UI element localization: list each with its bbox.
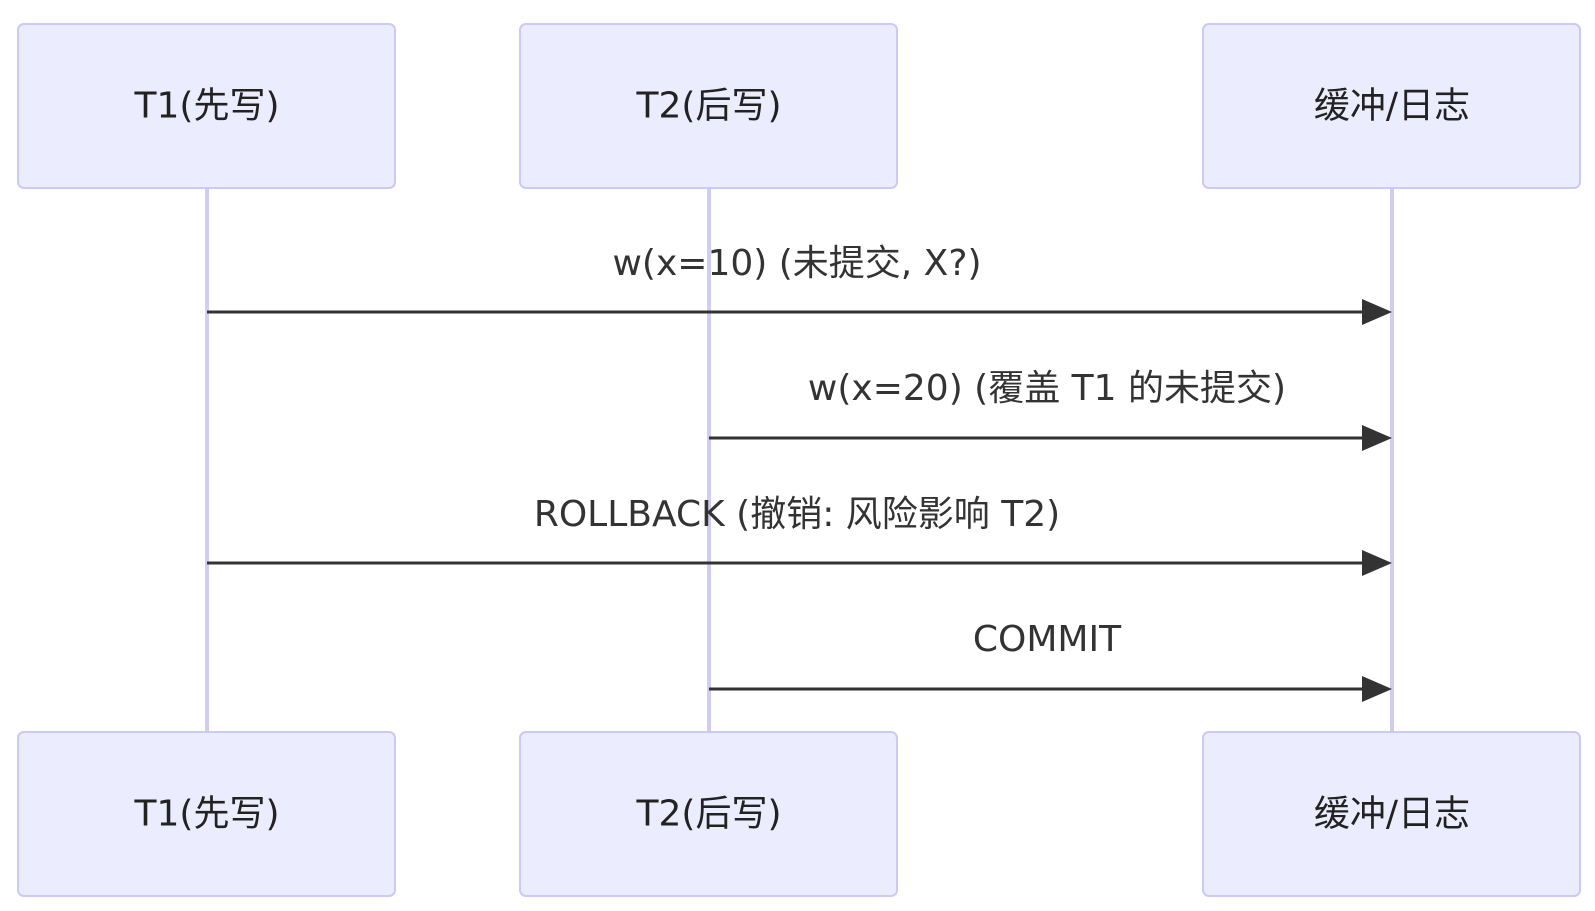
message-3-arrowhead: [1362, 550, 1392, 576]
message-3-label: ROLLBACK (撤销: 风险影响 T2): [534, 494, 1060, 535]
actor-top-buffer-log: 缓冲/日志: [1202, 23, 1581, 189]
message-1-label: w(x=10) (未提交, X?): [612, 243, 981, 284]
message-4-arrowhead: [1362, 676, 1392, 702]
message-2-label: w(x=20) (覆盖 T1 的未提交): [808, 368, 1286, 409]
actor-bottom-buffer-log-label: 缓冲/日志: [1314, 794, 1470, 835]
actor-top-t2-label: T2(后写): [636, 86, 782, 127]
message-4: COMMIT: [709, 619, 1392, 702]
message-2-arrowhead: [1362, 425, 1392, 451]
actor-bottom-t2: T2(后写): [519, 731, 898, 897]
message-1-arrowhead: [1362, 299, 1392, 325]
actor-bottom-buffer-log: 缓冲/日志: [1202, 731, 1581, 897]
actor-bottom-t1-label: T1(先写): [134, 794, 280, 835]
message-4-label: COMMIT: [973, 619, 1122, 660]
actor-top-t2: T2(后写): [519, 23, 898, 189]
actor-bottom-t1: T1(先写): [17, 731, 396, 897]
actor-top-t1-label: T1(先写): [134, 86, 280, 127]
actor-top-buffer-log-label: 缓冲/日志: [1314, 86, 1470, 127]
actor-bottom-t2-label: T2(后写): [636, 794, 782, 835]
message-2: w(x=20) (覆盖 T1 的未提交): [709, 368, 1392, 451]
message-3: ROLLBACK (撤销: 风险影响 T2): [207, 494, 1392, 576]
message-1: w(x=10) (未提交, X?): [207, 243, 1392, 325]
actor-top-t1: T1(先写): [17, 23, 396, 189]
